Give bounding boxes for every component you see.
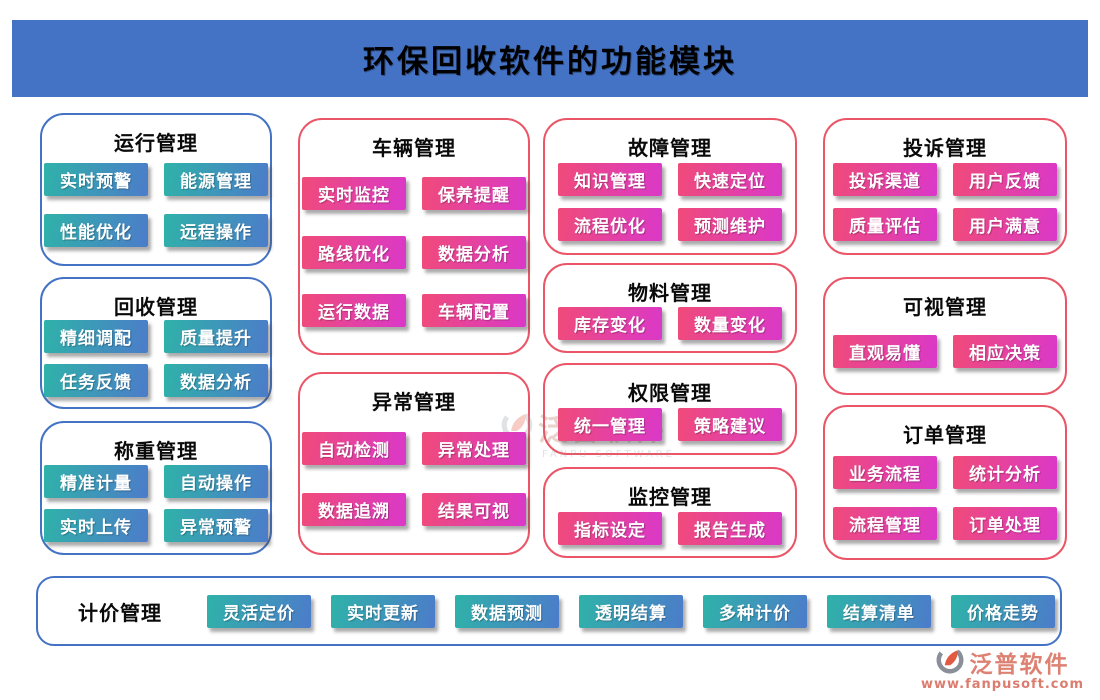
feature-button[interactable]: 策略建议 xyxy=(678,408,782,441)
feature-button[interactable]: 结果可视 xyxy=(422,492,526,526)
weighing-management-card: 称重管理 精准计量 自动操作 实时上传 异常预警 xyxy=(40,421,272,555)
fault-management-card: 故障管理 知识管理 快速定位 流程优化 预测维护 xyxy=(543,118,797,255)
card-title: 异常管理 xyxy=(372,390,456,414)
feature-button[interactable]: 用户反馈 xyxy=(953,163,1057,196)
button-grid: 统一管理 策略建议 xyxy=(558,406,782,443)
card-title: 故障管理 xyxy=(628,136,712,160)
button-grid: 知识管理 快速定位 流程优化 预测维护 xyxy=(558,161,782,243)
order-management-card: 订单管理 业务流程 统计分析 流程管理 订单处理 xyxy=(823,405,1067,560)
button-grid: 库存变化 数量变化 xyxy=(558,306,782,341)
operation-management-card: 运行管理 实时预警 能源管理 性能优化 远程操作 xyxy=(40,113,272,266)
brand-name-text: 泛普软件 xyxy=(969,652,1070,678)
feature-button[interactable]: 流程管理 xyxy=(833,507,937,540)
feature-button[interactable]: 指标设定 xyxy=(558,511,662,545)
button-grid: 投诉渠道 用户反馈 质量评估 用户满意 xyxy=(833,161,1057,243)
feature-button[interactable]: 价格走势 xyxy=(951,594,1055,628)
feature-button[interactable]: 性能优化 xyxy=(44,213,148,247)
page-title: 环保回收软件的功能模块 xyxy=(363,44,737,80)
feature-button[interactable]: 结算清单 xyxy=(827,594,931,628)
feature-button[interactable]: 精准计量 xyxy=(44,465,148,498)
feature-button[interactable]: 远程操作 xyxy=(164,213,268,247)
feature-button[interactable]: 快速定位 xyxy=(678,163,782,196)
feature-button[interactable]: 实时上传 xyxy=(44,509,148,542)
page-header-banner: 环保回收软件的功能模块 xyxy=(12,20,1088,97)
feature-button[interactable]: 数据分析 xyxy=(422,235,526,269)
feature-button[interactable]: 多种计价 xyxy=(703,594,807,628)
feature-button[interactable]: 自动操作 xyxy=(164,465,268,498)
feature-button[interactable]: 实时更新 xyxy=(331,594,435,628)
button-grid: 直观易懂 相应决策 xyxy=(833,320,1057,383)
card-title: 可视管理 xyxy=(903,295,987,319)
feature-button[interactable]: 路线优化 xyxy=(302,235,406,269)
feature-button[interactable]: 自动检测 xyxy=(302,432,406,466)
monitoring-management-card: 监控管理 指标设定 报告生成 xyxy=(543,467,797,558)
button-grid: 实时监控 保养提醒 路线优化 数据分析 运行数据 车辆配置 xyxy=(302,161,526,343)
feature-button[interactable]: 精细调配 xyxy=(44,320,148,354)
feature-button[interactable]: 异常预警 xyxy=(164,509,268,542)
card-title: 投诉管理 xyxy=(903,136,987,160)
feature-button[interactable]: 订单处理 xyxy=(953,507,1057,540)
feature-button[interactable]: 车辆配置 xyxy=(422,294,526,328)
feature-button[interactable]: 知识管理 xyxy=(558,163,662,196)
visualization-management-card: 可视管理 直观易懂 相应决策 xyxy=(823,277,1067,395)
button-grid: 自动检测 异常处理 数据追溯 结果可视 xyxy=(302,415,526,543)
feature-button[interactable]: 任务反馈 xyxy=(44,363,148,397)
feature-button[interactable]: 投诉渠道 xyxy=(833,163,937,196)
feature-button[interactable]: 业务流程 xyxy=(833,456,937,489)
feature-button[interactable]: 质量评估 xyxy=(833,208,937,241)
material-management-card: 物料管理 库存变化 数量变化 xyxy=(543,263,797,353)
feature-button[interactable]: 异常处理 xyxy=(422,432,526,466)
card-title: 物料管理 xyxy=(628,281,712,305)
permission-management-card: 权限管理 统一管理 策略建议 xyxy=(543,363,797,455)
card-title: 权限管理 xyxy=(628,381,712,405)
button-grid: 指标设定 报告生成 xyxy=(558,510,782,546)
card-title: 订单管理 xyxy=(903,423,987,447)
fanpu-brand-footer: 泛普软件 www.fanpusoft.com xyxy=(921,645,1084,692)
feature-button[interactable]: 实时监控 xyxy=(302,176,406,210)
pricing-management-card: 计价管理 灵活定价 实时更新 数据预测 透明结算 多种计价 结算清单 价格走势 xyxy=(36,576,1062,646)
feature-button[interactable]: 用户满意 xyxy=(953,208,1057,241)
button-grid: 实时预警 能源管理 性能优化 远程操作 xyxy=(44,156,268,254)
button-grid: 精细调配 质量提升 任务反馈 数据分析 xyxy=(44,320,268,397)
brand-url-text: www.fanpusoft.com xyxy=(920,677,1084,692)
vehicle-management-card: 车辆管理 实时监控 保养提醒 路线优化 数据分析 运行数据 车辆配置 xyxy=(298,118,530,355)
button-grid: 业务流程 统计分析 流程管理 订单处理 xyxy=(833,448,1057,548)
exception-management-card: 异常管理 自动检测 异常处理 数据追溯 结果可视 xyxy=(298,372,530,555)
feature-button[interactable]: 相应决策 xyxy=(953,335,1057,368)
feature-button[interactable]: 报告生成 xyxy=(678,511,782,545)
feature-button[interactable]: 数据分析 xyxy=(164,363,268,397)
feature-button[interactable]: 灵活定价 xyxy=(207,594,311,628)
feature-button[interactable]: 直观易懂 xyxy=(833,335,937,368)
feature-button[interactable]: 流程优化 xyxy=(558,208,662,241)
feature-button[interactable]: 统一管理 xyxy=(558,408,662,441)
card-title: 计价管理 xyxy=(78,600,162,625)
feature-button[interactable]: 数据追溯 xyxy=(302,492,406,526)
feature-button[interactable]: 运行数据 xyxy=(302,294,406,328)
card-title: 运行管理 xyxy=(114,131,198,155)
fanpu-logo-icon xyxy=(935,645,965,679)
feature-button[interactable]: 库存变化 xyxy=(558,307,662,340)
button-grid: 精准计量 自动操作 实时上传 异常预警 xyxy=(44,464,268,543)
card-title: 回收管理 xyxy=(114,295,198,319)
feature-button[interactable]: 数量变化 xyxy=(678,307,782,340)
feature-button[interactable]: 实时预警 xyxy=(44,163,148,197)
button-row: 灵活定价 实时更新 数据预测 透明结算 多种计价 结算清单 价格走势 xyxy=(207,594,1055,628)
recycling-management-card: 回收管理 精细调配 质量提升 任务反馈 数据分析 xyxy=(40,277,272,409)
card-title: 监控管理 xyxy=(628,485,712,509)
feature-button[interactable]: 预测维护 xyxy=(678,208,782,241)
card-title: 车辆管理 xyxy=(372,136,456,160)
complaint-management-card: 投诉管理 投诉渠道 用户反馈 质量评估 用户满意 xyxy=(823,118,1067,255)
feature-button[interactable]: 能源管理 xyxy=(164,163,268,197)
feature-button[interactable]: 统计分析 xyxy=(953,456,1057,489)
feature-button[interactable]: 质量提升 xyxy=(164,320,268,354)
feature-button[interactable]: 保养提醒 xyxy=(422,176,526,210)
card-title: 称重管理 xyxy=(114,439,198,463)
feature-button[interactable]: 透明结算 xyxy=(579,594,683,628)
feature-button[interactable]: 数据预测 xyxy=(455,594,559,628)
